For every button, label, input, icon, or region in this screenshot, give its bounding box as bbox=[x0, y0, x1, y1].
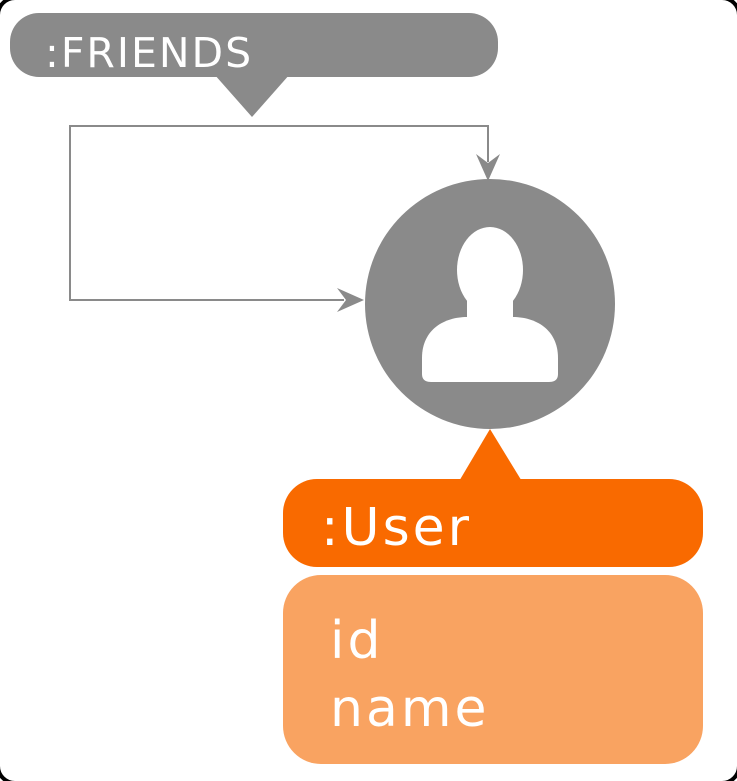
self-loop-line bbox=[69, 125, 489, 301]
property-id: id bbox=[330, 611, 384, 671]
person-icon bbox=[422, 227, 558, 382]
property-name: name bbox=[330, 679, 490, 739]
friends-relationship-label: :FRIENDS bbox=[45, 29, 254, 77]
friends-relationship-box: :FRIENDS bbox=[10, 13, 498, 77]
user-node-properties-box: id name bbox=[283, 575, 703, 764]
user-callout-tail bbox=[458, 429, 523, 483]
user-node-label-box: :User bbox=[283, 479, 703, 567]
user-node-label: :User bbox=[321, 497, 473, 558]
person-icon-shoulders bbox=[422, 317, 558, 382]
friends-callout-tail bbox=[214, 74, 290, 117]
arrowhead-down-icon bbox=[476, 154, 500, 181]
arrowhead-right-icon bbox=[337, 288, 364, 312]
